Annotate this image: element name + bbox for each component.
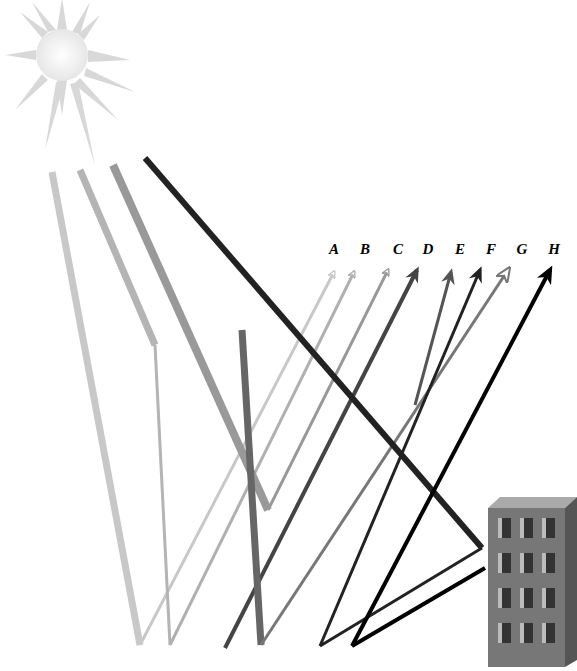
ray-label: C [393, 242, 403, 257]
ray-f-up [320, 270, 480, 646]
ray-label: G [517, 242, 528, 257]
ray-h-up [352, 270, 550, 646]
ray-g-up [261, 270, 508, 645]
ray-a-up [140, 272, 334, 645]
ray-b-up [170, 272, 354, 645]
ray-label: E [455, 242, 465, 257]
ray-b [80, 170, 155, 345]
ray-f-2 [320, 548, 482, 646]
ray-f [145, 158, 482, 548]
building [488, 497, 577, 667]
ray-a [52, 172, 140, 645]
sun [5, 0, 135, 165]
ray-g [242, 330, 261, 645]
ray-c-up [268, 270, 388, 510]
ray-label: A [329, 242, 339, 257]
ray-b-2 [155, 345, 170, 645]
ray-label: H [548, 242, 560, 257]
ray-label: B [360, 242, 370, 257]
ray-label: D [423, 242, 434, 257]
ray-label: F [486, 242, 496, 257]
ray-d-up [225, 270, 417, 648]
